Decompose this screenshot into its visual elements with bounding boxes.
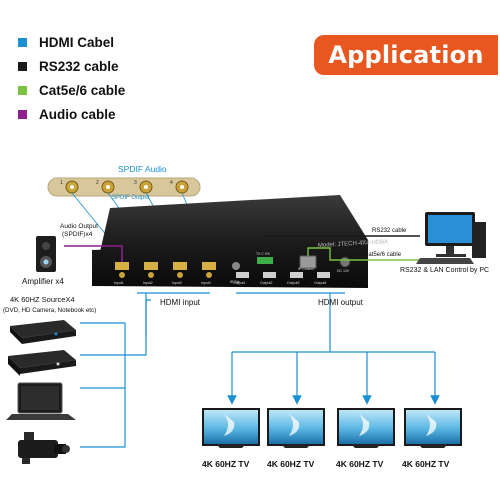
legend-item-audio: Audio cable xyxy=(18,102,125,126)
pc-tower xyxy=(472,222,486,258)
sources-subtitle: (DVD, HD Camera, Notebook etc) xyxy=(3,307,96,314)
legend-label-rs232: RS232 cable xyxy=(39,58,119,74)
spdif-port-3 xyxy=(139,180,153,194)
audio-output-sublabel: (SPDIF)x4 xyxy=(62,231,93,238)
hd-camera xyxy=(18,432,70,464)
legend-label-cat: Cat5e/6 cable xyxy=(39,82,126,98)
legend-label-audio: Audio cable xyxy=(39,106,116,122)
device-top xyxy=(100,195,368,252)
tv-label-2: 4K 60HZ TV xyxy=(267,459,315,469)
sources-title: 4K 60HZ SourceX4 xyxy=(10,295,75,304)
legend-item-rs232: RS232 cable xyxy=(18,54,125,78)
spdif-port-2 xyxy=(101,180,115,194)
audio-output-connection: Audio Output (SPDIF)x4 xyxy=(60,223,123,262)
spdif-port-4 xyxy=(175,180,189,194)
dc-port xyxy=(339,256,351,268)
hdmi-input-label: HDMI input xyxy=(160,298,201,307)
spdif-output-label: SPDIF Output xyxy=(112,195,150,201)
dc-label: DC 12V xyxy=(337,269,350,273)
hdmi-input-wiring xyxy=(80,292,210,448)
legend-swatch-cat xyxy=(18,85,27,95)
tv-1: 4K 60HZ TV xyxy=(202,408,260,469)
spdif-port-1 xyxy=(65,180,79,194)
cable-legend: HDMI Cabel RS232 cable Cat5e/6 cable Aud… xyxy=(18,30,125,126)
spdif-audio-panel: SPDIF Audio 2 3 4 1 SPDIF Output xyxy=(47,164,201,201)
rs232-cable xyxy=(263,235,420,257)
output-label-4: Output4 xyxy=(314,281,327,285)
cat-cable-label: Cat5e/6 cable xyxy=(364,252,402,258)
tv-4: 4K 60HZ TV xyxy=(402,408,462,469)
application-banner: Application xyxy=(314,35,498,75)
tv-3: 4K 60HZ TV xyxy=(336,408,395,469)
rs232-cable-label: RS232 cable xyxy=(372,228,407,234)
control-pc: RS232 & LAN Control by PC xyxy=(400,212,489,274)
input-label-4: Input4 xyxy=(201,281,211,285)
pc-keyboard xyxy=(416,258,474,264)
tv-label-3: 4K 60HZ TV xyxy=(336,459,384,469)
legend-swatch-rs232 xyxy=(18,61,27,71)
source-devices: 4K 60HZ SourceX4 (DVD, HD Camera, Notebo… xyxy=(3,295,96,464)
spdif-title: SPDIF Audio xyxy=(118,164,167,174)
pc-caption: RS232 & LAN Control by PC xyxy=(400,267,489,274)
notebook xyxy=(6,382,76,420)
input-label-3: Input3 xyxy=(172,281,182,285)
tv-2: 4K 60HZ TV xyxy=(267,408,325,469)
cat-cable xyxy=(307,247,420,261)
amplifier-label: Amplifier x4 xyxy=(22,277,64,286)
legend-label-hdmi: HDMI Cabel xyxy=(39,34,115,50)
legend-item-cat: Cat5e/6 cable xyxy=(18,78,125,102)
spdif-bar xyxy=(47,177,201,197)
legend-swatch-hdmi xyxy=(18,37,27,47)
rs232-terminal xyxy=(257,257,273,264)
spdif-port-label-2: 2 xyxy=(96,180,99,186)
ir-label: IR Ext xyxy=(230,280,240,284)
output-label-3: Output3 xyxy=(287,281,300,285)
spdif-port-label-4: 4 xyxy=(170,180,173,186)
tv-label-1: 4K 60HZ TV xyxy=(202,459,250,469)
device-model: Model: JTECH-4X4-HDBA xyxy=(318,239,389,249)
matrix-switcher-device: Model: JTECH-4X4-HDBA Input1 Input2 Inpu… xyxy=(92,195,388,288)
output-ports: Output1 Output2 Output3 Output4 xyxy=(233,272,330,285)
tv-label-4: 4K 60HZ TV xyxy=(402,459,450,469)
input-ports: Input1 Input2 Input3 Input4 xyxy=(114,262,216,285)
spdif-port-label-3: 3 xyxy=(134,180,137,186)
hdmi-output-wiring xyxy=(227,292,440,405)
ir-port xyxy=(232,262,240,270)
lan-label: IP Control xyxy=(298,267,314,271)
output-label-1: Output1 xyxy=(233,281,246,285)
spdif-port-label-1: 1 xyxy=(60,180,63,186)
dvd-player-2 xyxy=(8,350,76,376)
amplifier: Amplifier x4 xyxy=(22,236,64,286)
audio-cable xyxy=(64,245,123,262)
legend-item-hdmi: HDMI Cabel xyxy=(18,30,125,54)
dvd-player-1 xyxy=(10,320,76,344)
legend-swatch-audio xyxy=(18,109,27,119)
audio-output-label: Audio Output xyxy=(60,223,98,230)
input-label-1: Input1 xyxy=(114,281,124,285)
hdmi-output-label: HDMI output xyxy=(318,298,364,307)
output-label-2: Output2 xyxy=(260,281,273,285)
control-cables xyxy=(263,235,420,261)
input-label-2: Input2 xyxy=(143,281,153,285)
